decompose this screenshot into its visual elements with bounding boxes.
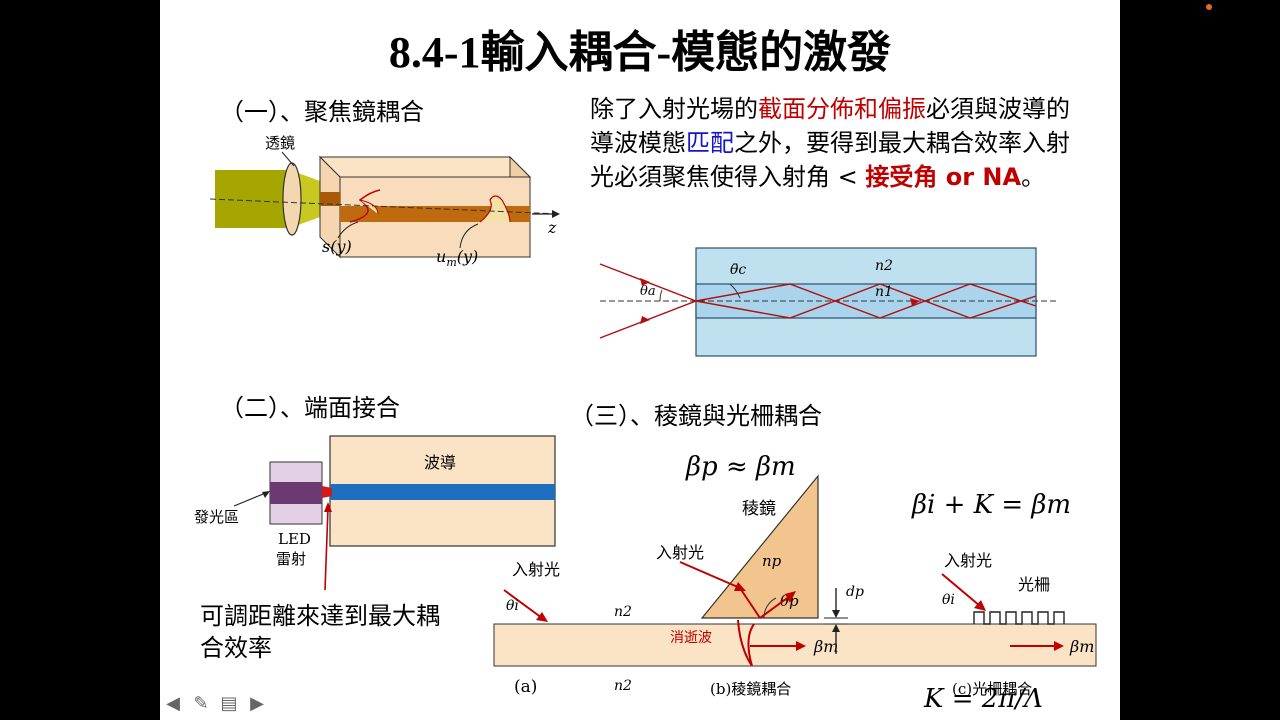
beta-m-label-c: βm	[1069, 637, 1094, 656]
n2-label-top: n2	[614, 604, 632, 620]
dp-label: dp	[846, 584, 864, 600]
part-c-label: (c)光柵耦合	[952, 680, 1032, 698]
para-highlight-match: 匹配	[686, 129, 734, 157]
part-a-label: (a)	[514, 677, 537, 697]
pen-icon[interactable]: ✎	[193, 692, 209, 714]
slide: 8.4-1輸入耦合-模態的激發 （一）、聚焦鏡耦合 除了入射光場的截面分佈和偏振…	[160, 0, 1120, 720]
evanescent-wave-label: 消逝波	[670, 630, 712, 646]
prism-label: 稜鏡	[742, 499, 776, 519]
section-heading-focus-lens: （一）、聚焦鏡耦合	[220, 98, 424, 126]
n1-label: n1	[875, 284, 893, 300]
equation-prism-phase-match: βp ≈ βm	[686, 452, 796, 482]
description-paragraph: 除了入射光場的截面分佈和偏振必須與波導的導波模態匹配之外，要得到最大耦合效率入射…	[590, 92, 1070, 194]
page-title: 8.4-1輸入耦合-模態的激發	[388, 28, 892, 77]
incident-light-label-c: 入射光	[944, 551, 992, 570]
para-text-2: 必須與波導的導波模態	[590, 95, 1070, 157]
incident-light-label-a-text: 入射光	[512, 560, 561, 579]
section-heading-butt-coupling: （二）、端面接合	[220, 394, 400, 422]
figure-lens-coupling: z 透鏡 s(y) um(y)	[210, 134, 561, 269]
s-y-label: s(y)	[322, 237, 352, 256]
menu-icon[interactable]: ▤	[220, 692, 238, 714]
grating-teeth	[973, 611, 1065, 625]
section-heading-prism-grating: （三）、稜鏡與光柵耦合	[570, 402, 822, 430]
n2-label-bottom: n2	[614, 678, 632, 694]
para-text-1: 除了入射光場的	[590, 95, 758, 123]
z-axis-label: z	[547, 218, 557, 237]
prism-shape	[700, 474, 819, 619]
equation-grating-phase-match: βi + K = βm	[912, 490, 1072, 520]
figure-prism-grating-coupling: 稜鏡 np θp 入射光 消逝波 βm dp 入射光 θi n2 n2 (a) …	[493, 474, 1097, 698]
para-text-4: 。	[1021, 163, 1046, 191]
laser-label: 雷射	[276, 550, 306, 568]
theta-a-label: θa	[640, 284, 656, 299]
para-highlight-na: 接受角 or NA	[865, 163, 1022, 191]
n2-label: n2	[875, 258, 893, 274]
slide-toolbar: ◀ ✎ ▤ ▶	[162, 692, 268, 714]
theta-i-label-c: θi	[942, 592, 955, 608]
waveguide-label: 波導	[424, 453, 456, 472]
part-b-label: (b)稜鏡耦合	[710, 680, 791, 698]
equation-grating-vector: K = 2π/Λ	[924, 684, 1043, 714]
np-label: np	[762, 552, 782, 570]
figure-butt-coupling: 波導 發光區 LED 雷射	[194, 435, 556, 591]
theta-i-label-a: θi	[506, 598, 519, 614]
u-m-label: um(y)	[436, 247, 478, 269]
next-slide-icon[interactable]: ▶	[250, 692, 264, 714]
para-highlight-profile: 截面分佈和偏振	[758, 95, 926, 123]
figure-acceptance-angle: θ̄c θa n2 n1	[599, 247, 1056, 357]
indicator-dot	[1206, 4, 1212, 10]
incident-light-label-b: 入射光	[656, 543, 704, 562]
led-label: LED	[278, 530, 311, 548]
grating-label: 光柵	[1018, 575, 1050, 594]
para-text-3: 之外，要得到最大耦合效率入射光必須聚焦使得入射角 <	[590, 129, 1070, 191]
theta-c-label: θ̄c	[730, 262, 746, 278]
prev-slide-icon[interactable]: ◀	[166, 692, 180, 714]
lens-shape	[282, 162, 302, 236]
adjust-distance-note: 可調距離來達到最大耦合效率	[200, 602, 440, 662]
lens-label: 透鏡	[265, 134, 295, 152]
emit-region-label: 發光區	[194, 508, 239, 526]
beta-m-label-b: βm	[813, 637, 838, 656]
